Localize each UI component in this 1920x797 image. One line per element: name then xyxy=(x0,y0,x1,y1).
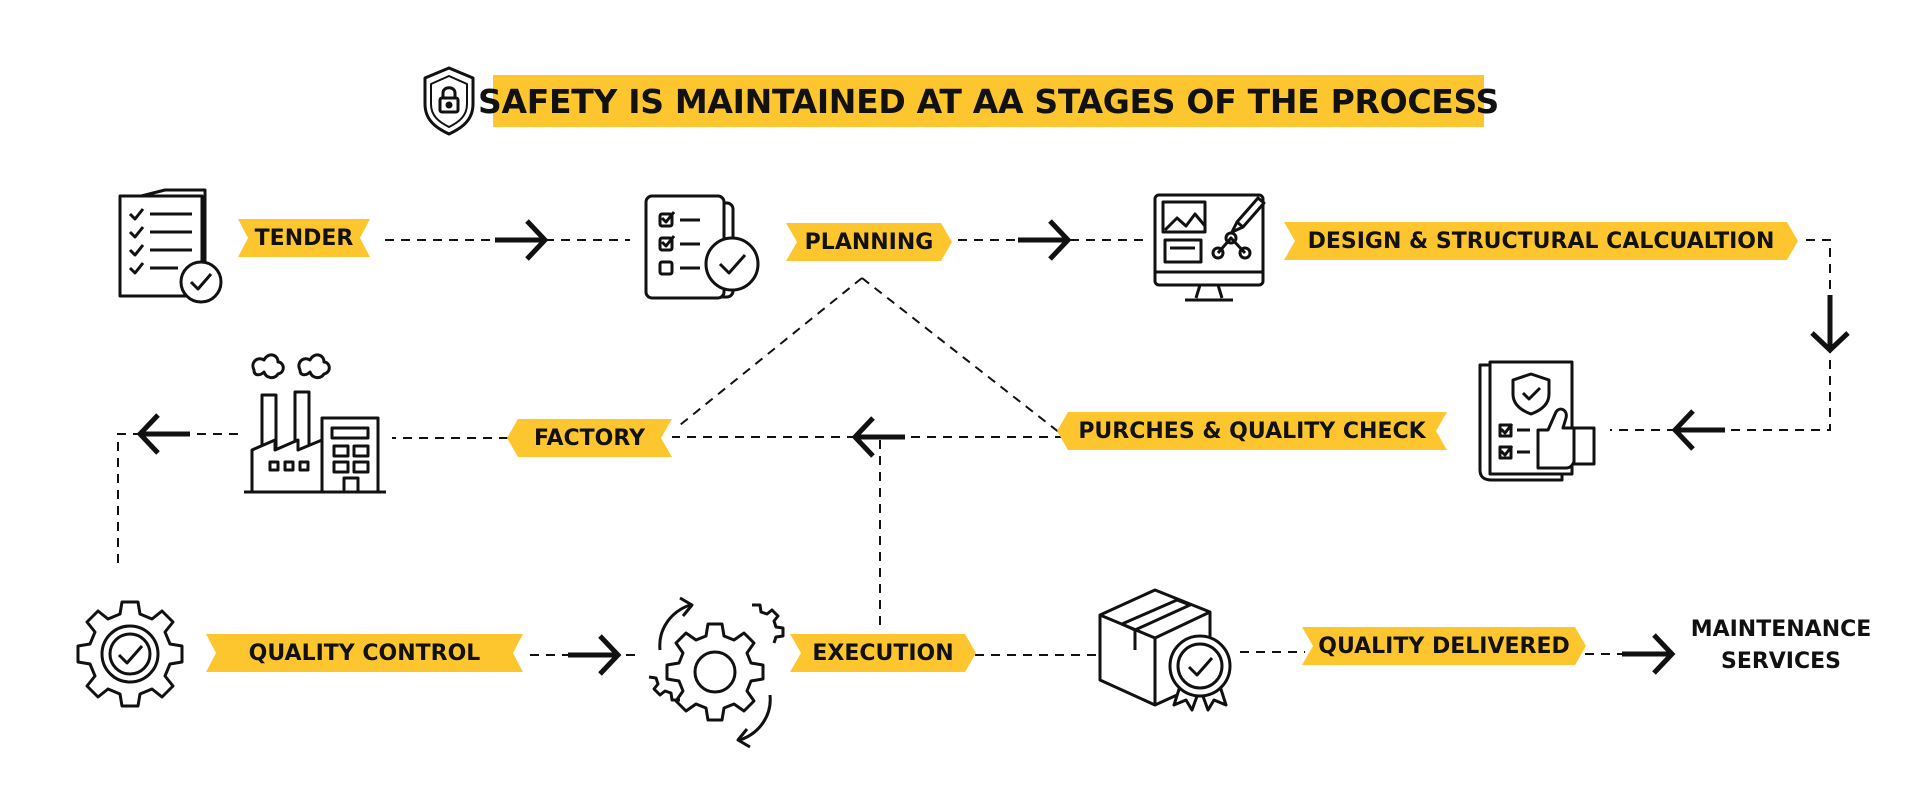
stage-label-text: PLANNING xyxy=(804,229,934,255)
arrow-right-icon xyxy=(1018,219,1072,261)
stage-label-text: FACTORY xyxy=(533,425,646,451)
stage-label-tender: TENDER xyxy=(238,219,370,257)
stage-label-text: DESIGN & STRUCTURAL CALCUALTION xyxy=(1307,228,1775,254)
maintenance-line-2: SERVICES xyxy=(1720,649,1842,674)
arrow-right-icon xyxy=(1622,633,1676,675)
stage-label-text: QUALITY CONTROL xyxy=(248,640,481,666)
arrow-right-icon xyxy=(495,219,549,261)
stage-label-design: DESIGN & STRUCTURAL CALCUALTION xyxy=(1284,222,1798,260)
gears-cycle-icon xyxy=(648,596,785,749)
connector-planning-purchase xyxy=(861,277,1061,434)
stage-label-factory: FACTORY xyxy=(507,419,672,457)
connector-factory-qc xyxy=(117,433,238,565)
arrows xyxy=(136,219,1850,676)
stage-label-execution: EXECUTION xyxy=(790,634,976,672)
arrow-left-icon xyxy=(851,416,905,458)
arrow-right-icon xyxy=(568,634,622,676)
stage-label-text: PURCHES & QUALITY CHECK xyxy=(1078,418,1426,444)
stage-label-planning: PLANNING xyxy=(786,223,952,261)
box-badge-icon xyxy=(1098,588,1232,712)
stage-label-purchase: PURCHES & QUALITY CHECK xyxy=(1057,412,1447,450)
arrow-left-icon xyxy=(136,413,190,455)
quality-check-document-icon xyxy=(1478,360,1596,482)
connector-planning-factory xyxy=(679,277,863,426)
title-banner: SAFETY IS MAINTAINED AT AA STAGES OF THE… xyxy=(478,75,1499,127)
stage-label-text: EXECUTION xyxy=(812,640,954,666)
stage-label-maintenance: MAINTENANCE SERVICES xyxy=(1676,614,1886,678)
connector-design-purchase xyxy=(1610,239,1831,431)
stage-label-text: QUALITY DELIVERED xyxy=(1318,633,1570,659)
arrow-left-icon xyxy=(1671,409,1725,451)
maintenance-line-1: MAINTENANCE xyxy=(1690,617,1872,642)
factory-icon xyxy=(244,353,386,494)
arrow-down-icon xyxy=(1810,295,1850,354)
shield-lock-icon xyxy=(423,66,475,136)
checklist-document-icon xyxy=(118,188,223,304)
checklist-board-icon xyxy=(644,194,760,300)
gear-check-icon xyxy=(76,600,184,708)
stage-label-text: TENDER xyxy=(254,225,354,251)
design-monitor-icon xyxy=(1153,193,1266,302)
stage-label-quality-delivered: QUALITY DELIVERED xyxy=(1302,627,1586,665)
stage-label-quality-control: QUALITY CONTROL xyxy=(206,634,523,672)
page-title: SAFETY IS MAINTAINED AT AA STAGES OF THE… xyxy=(478,81,1499,121)
